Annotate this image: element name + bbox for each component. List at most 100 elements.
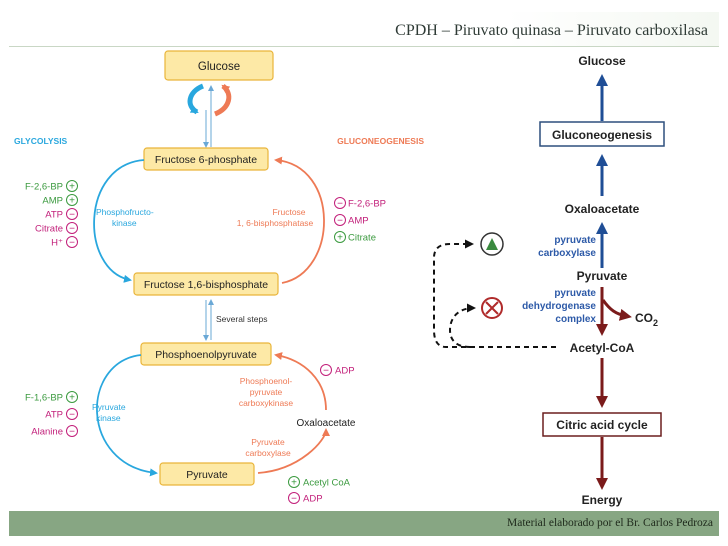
gluco-arc-lower-1 (257, 428, 330, 474)
footer-bar (9, 511, 719, 536)
regulator-sign: − (69, 210, 75, 221)
glucose-glycolysis-swirl (187, 83, 205, 115)
gluconeogenesis-box-label: Gluconeogenesis (552, 128, 652, 142)
glucose-gluco-swirl (213, 84, 232, 117)
f16bp-box: Fructose 1,6-bisphosphate (133, 272, 279, 296)
gluco-arc-upper (274, 156, 325, 284)
glycolysis-arc-upper (93, 159, 145, 283)
regulator-sign: + (69, 182, 75, 193)
pyruvate-right-label: Pyruvate (577, 269, 628, 283)
inhibitor-icon (66, 208, 78, 220)
pdh-label-3: complex (555, 314, 596, 325)
inhibitor-icon (288, 492, 300, 504)
regulator-label: Citrate (348, 233, 376, 244)
feedback-inhibition-line (448, 303, 476, 348)
gluconeogenesis-box: Gluconeogenesis (539, 121, 665, 147)
tca-label: Citric acid cycle (556, 418, 648, 432)
regulator-adp-pepck: ADP− (320, 364, 355, 377)
regulator-sign: − (69, 410, 75, 421)
regulator-sign: + (69, 393, 75, 404)
energy-label: Energy (582, 493, 623, 507)
oxaloacetate-right-label: Oxaloacetate (565, 202, 640, 216)
co2-label: CO2 (635, 311, 658, 328)
pc-right-label-1: pyruvate (554, 235, 596, 246)
tca-box: Citric acid cycle (542, 412, 662, 437)
pfk-label-2: kinase (112, 218, 137, 228)
pc-left-label-1: Pyruvate (251, 437, 285, 447)
feedback-activation-line (433, 239, 556, 348)
arrow-co2-branch (601, 299, 632, 321)
pdh-label-2: dehydrogenase (522, 301, 596, 312)
activation-icon (480, 232, 504, 256)
oxaloacetate-left-label: Oxaloacetate (297, 418, 356, 429)
regulators-glycolysis-bottom: F-1,6-BP + ATP−Alanine− (25, 391, 78, 438)
inhibitor-icon (66, 408, 78, 420)
regulator-label: F-2,6-BP (25, 182, 63, 193)
glucose-right-label: Glucose (578, 54, 626, 68)
activator-icon (334, 231, 346, 243)
inhibitor-icon (66, 425, 78, 437)
several-steps-label: Several steps (216, 314, 268, 324)
f6p-box: Fructose 6-phosphate (143, 147, 269, 171)
activator-icon (288, 476, 300, 488)
regulator-sign: − (69, 427, 75, 438)
pfk-label-1: Phosphofructo- (96, 207, 154, 217)
gluco-arc-lower-2 (274, 352, 327, 411)
regulator-label: Alanine (31, 427, 63, 438)
regulators-pyruvate-carboxylase: Acetyl CoA+ADP− (288, 476, 351, 505)
regulator-label: Citrate (35, 224, 63, 235)
header-bar (9, 12, 719, 46)
regulator-label: AMP (348, 216, 369, 227)
pc-left-label-2: carboxylase (245, 448, 291, 458)
acetylcoa-label: Acetyl-CoA (570, 341, 635, 355)
f6p-label: Fructose 6-phosphate (155, 154, 257, 166)
regulator-label: ATP (45, 410, 63, 421)
inhibitor-icon (66, 236, 78, 248)
regulator-sign: − (337, 216, 343, 227)
regulator-sign: − (323, 366, 329, 377)
glucose-label: Glucose (198, 61, 240, 73)
pk-label-2: kinase (96, 413, 121, 423)
inhibitor-icon (334, 197, 346, 209)
inhibitor-icon (334, 214, 346, 226)
slide-title: CPDH – Piruvato quinasa – Piruvato carbo… (395, 22, 708, 39)
regulator-label: AMP (42, 196, 63, 207)
fbpase-label-2: 1, 6-bisphosphatase (237, 218, 314, 228)
pc-right-label-2: carboxylase (538, 248, 596, 259)
activator-icon (66, 180, 78, 192)
regulator-label: ADP (335, 366, 355, 377)
activator-icon (66, 391, 78, 403)
pep-box: Phosphoenolpyruvate (140, 342, 272, 366)
regulator-sign: + (337, 233, 343, 244)
regulator-sign: + (69, 196, 75, 207)
fbpase-label-1: Fructose (272, 207, 305, 217)
regulator-sign: + (291, 478, 297, 489)
pepck-label-1: Phosphoenol- (240, 376, 293, 386)
pyruvate-left-label: Pyruvate (186, 469, 228, 481)
glucose-box: Glucose (164, 50, 274, 81)
regulators-gluconeogenesis-top: F-2,6-BP−AMP−Citrate+ (334, 197, 386, 244)
pdh-label-1: pyruvate (554, 288, 596, 299)
inhibition-icon (481, 297, 503, 319)
inhibitor-icon (320, 364, 332, 376)
footer-credit: Material elaborado por el Br. Carlos Ped… (507, 517, 713, 529)
inhibitor-icon (66, 222, 78, 234)
glycolysis-heading: GLYCOLYSIS (14, 136, 68, 146)
header-divider (9, 46, 719, 47)
regulator-sign: − (69, 224, 75, 235)
pepck-label-3: carboxykinase (239, 398, 294, 408)
activator-icon (66, 194, 78, 206)
regulator-label: Acetyl CoA (303, 478, 351, 489)
regulator-label: F-1,6-BP (25, 393, 63, 404)
gluconeogenesis-heading: GLUCONEOGENESIS (337, 136, 424, 146)
regulator-label: ATP (45, 210, 63, 221)
pepck-label-2: pyruvate (250, 387, 283, 397)
regulators-glycolysis-top: F-2,6-BP+AMP+ATP−Citrate−H⁺− (25, 180, 78, 249)
glycolysis-arc-lower (96, 354, 158, 477)
regulator-sign: − (291, 494, 297, 505)
pyruvate-left-box: Pyruvate (159, 462, 255, 486)
regulator-label: H⁺ (51, 238, 63, 249)
pk-label-1: Pyruvate (92, 402, 126, 412)
regulator-label: F-2,6-BP (348, 199, 386, 210)
